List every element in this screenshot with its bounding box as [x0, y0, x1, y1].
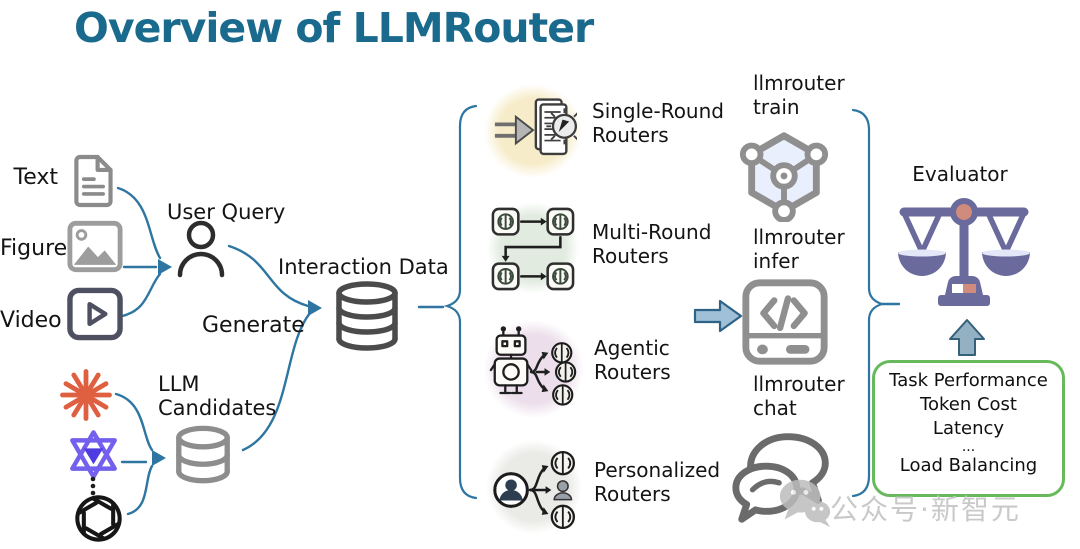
arrow-text-to-user-query [116, 186, 162, 260]
llm-candidates-database-icon [176, 425, 230, 484]
left-brace [443, 104, 478, 500]
cli-label-chat: llmrouter chat [753, 372, 845, 420]
block-arrow-routers-to-cli [693, 299, 743, 333]
watermark-text: 公众号·新智元 [830, 493, 1021, 526]
arrowhead-user-query [158, 259, 172, 275]
arrow-user-query-to-interaction [227, 244, 310, 308]
up-arrow-metrics-to-evaluator [949, 319, 985, 356]
llm-candidates-label: LLM Candidates [158, 372, 277, 421]
balance-scale-icon [898, 198, 1030, 306]
arrow-video-to-user-query [120, 272, 162, 318]
input-label-figure: Figure [0, 236, 68, 261]
user-branching-icon [493, 450, 576, 530]
arrow-openai-to-candidates [126, 464, 154, 516]
arrow-candidates-to-interaction [241, 311, 312, 452]
page-title: Overview of LLMRouter [74, 4, 594, 52]
generate-label: Generate [202, 313, 305, 338]
metric-ellipsis: ... [961, 439, 976, 455]
input-label-video: Video [0, 308, 62, 333]
arrow-document-gear-icon [494, 98, 577, 156]
metric-latency: Latency [932, 418, 1005, 439]
chained-model-boxes-icon [491, 207, 575, 291]
arrow-anthropic-to-candidates [114, 392, 154, 452]
metric-task-performance: Task Performance [889, 370, 1048, 391]
document-icon [74, 154, 113, 208]
router-label-personalized: Personalized Routers [594, 458, 721, 506]
router-label-single-round: Single-Round Routers [592, 99, 724, 147]
cli-label-infer: llmrouter infer [753, 225, 845, 273]
router-label-multi-round: Multi-Round Routers [592, 220, 712, 268]
metrics-box: Task Performance Token Cost Latency ... … [872, 360, 1065, 497]
qwen-logo [70, 430, 117, 479]
network-cube-icon [739, 132, 829, 222]
image-icon [67, 220, 123, 273]
input-label-text: Text [13, 165, 59, 190]
robot-branching-icon [489, 326, 577, 406]
metric-load-balancing: Load Balancing [899, 455, 1038, 476]
code-terminal-icon [742, 279, 828, 365]
wechat-icon [779, 479, 831, 528]
arrowhead-interaction [308, 300, 322, 316]
user-query-label: User Query [167, 200, 286, 224]
interaction-data-label: Interaction Data [278, 255, 449, 279]
video-icon [67, 287, 123, 341]
metric-token-cost: Token Cost [920, 394, 1017, 415]
evaluator-label: Evaluator [912, 162, 1008, 186]
ellipsis-dots [90, 476, 96, 496]
interaction-data-database-icon [336, 281, 398, 351]
cli-label-train: llmrouter train [753, 71, 845, 119]
router-label-agentic: Agentic Routers [594, 336, 671, 384]
openai-logo [75, 495, 122, 542]
person-icon [177, 220, 225, 278]
anthropic-starburst-logo [60, 369, 112, 421]
arrowhead-candidates [152, 450, 166, 466]
